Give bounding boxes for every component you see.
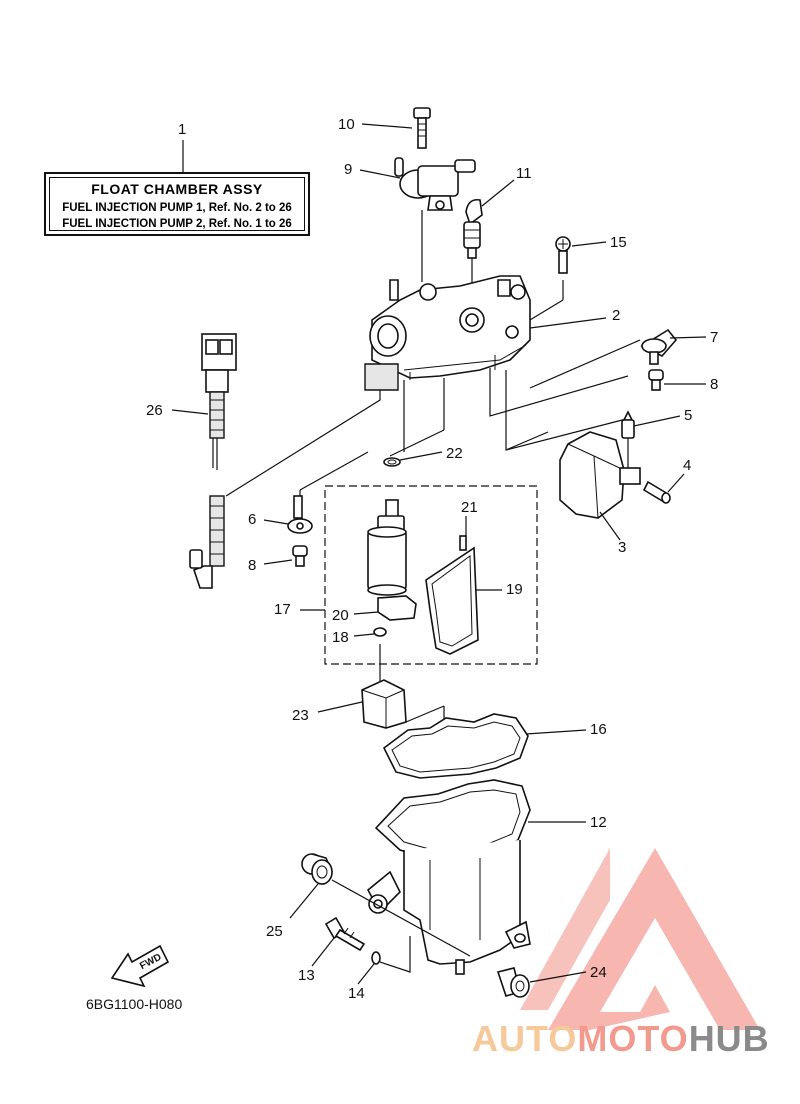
wire-harness-26-icon (189, 333, 237, 589)
callout-13: 13 (298, 967, 315, 984)
drain-screw-13-icon (324, 916, 366, 952)
callout-14: 14 (348, 985, 365, 1002)
watermark-logo: AUTOMOTOHUB (472, 1018, 770, 1060)
diagram-code: 6BG1100-H080 (86, 996, 183, 1012)
o-ring-14-icon (371, 951, 381, 965)
callout-16: 16 (590, 721, 607, 738)
needle-valve-5-icon (621, 410, 635, 439)
callout-1: 1 (178, 121, 186, 138)
callout-8-left: 8 (248, 557, 256, 574)
plug-24-icon (496, 967, 530, 998)
callout-24: 24 (590, 964, 607, 981)
callout-2: 2 (612, 307, 620, 324)
bolt-10-icon (413, 107, 431, 149)
callouts: 1 2 3 4 5 6 7 8 8 9 10 11 12 13 14 15 16 (146, 116, 718, 1002)
callout-5: 5 (684, 407, 692, 424)
callout-12: 12 (590, 814, 607, 831)
callout-19: 19 (506, 581, 523, 598)
watermark-moto: MOTO (577, 1018, 689, 1059)
pin-4-icon (642, 480, 671, 504)
screw-15-icon (555, 236, 571, 274)
callout-22: 22 (446, 445, 463, 462)
bracket-7-icon (640, 328, 678, 365)
grommet-25-icon (301, 853, 333, 886)
holder-23-icon (361, 679, 407, 729)
callout-6: 6 (248, 511, 256, 528)
screw-8-left-icon (292, 545, 308, 567)
callout-9: 9 (344, 161, 352, 178)
watermark-auto: AUTO (472, 1018, 578, 1059)
callout-26: 26 (146, 402, 163, 419)
callout-11: 11 (516, 165, 532, 182)
callout-17: 17 (274, 601, 291, 618)
callout-7: 7 (710, 329, 718, 346)
watermark-hub: HUB (688, 1018, 770, 1059)
title-box: FLOAT CHAMBER ASSY FUEL INJECTION PUMP 1… (44, 172, 310, 236)
callout-4: 4 (683, 457, 691, 474)
title-box-inner-border (49, 177, 305, 231)
injector-9-icon (394, 157, 476, 211)
gasket-16-icon (382, 713, 529, 779)
bracket-6-icon (287, 495, 313, 534)
callout-25: 25 (266, 923, 283, 940)
fuel-pump-icon (367, 499, 417, 621)
title-line-1: FUEL INJECTION PUMP 1, Ref. No. 2 to 26 (62, 202, 292, 214)
callout-10: 10 (338, 116, 355, 133)
watermark-triangle-icon (520, 848, 760, 1030)
callout-23: 23 (292, 707, 309, 724)
filter-19-icon (425, 535, 479, 655)
float-chamber-12-icon (366, 779, 531, 975)
fwd-arrow-icon: FWD (110, 944, 170, 988)
float-3-icon (559, 431, 641, 519)
callout-8-right: 8 (710, 376, 718, 393)
title-heading: FLOAT CHAMBER ASSY (91, 181, 263, 197)
callout-18: 18 (332, 629, 349, 646)
callout-3: 3 (618, 539, 626, 556)
callout-21: 21 (461, 499, 478, 516)
title-line-2: FUEL INJECTION PUMP 2, Ref. No. 1 to 26 (62, 218, 292, 230)
o-ring-18-icon (373, 627, 387, 637)
screw-8-right-icon (648, 369, 664, 391)
callout-15: 15 (610, 234, 627, 251)
chamber-cover-2-icon (364, 275, 531, 391)
injector-11-icon (463, 198, 483, 259)
o-ring-22-icon (383, 457, 401, 467)
fuel-pump-assy-17-box (324, 485, 538, 665)
callout-20: 20 (332, 607, 349, 624)
